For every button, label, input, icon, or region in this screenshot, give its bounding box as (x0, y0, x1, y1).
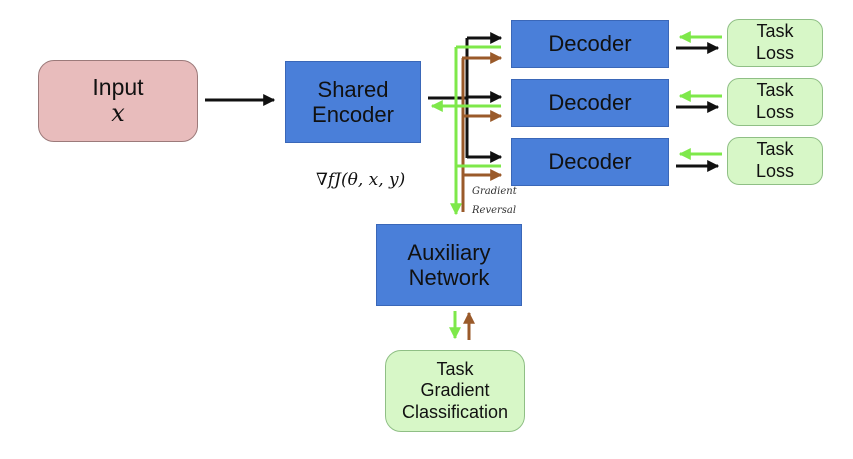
gradient-reversal-label-line2: Reversal (472, 205, 517, 216)
encoder-label-line1: Shared (317, 76, 389, 102)
task-loss-line2: Loss (755, 102, 795, 122)
task-loss-node-1: Task Loss (727, 19, 823, 67)
decoder-label: Decoder (548, 149, 632, 175)
encoder-label-line2: Encoder (312, 102, 394, 127)
task-loss-node-3: Task Loss (727, 137, 823, 185)
decoder-node-1: Decoder (511, 20, 669, 68)
tgc-label-line1: Task (436, 358, 474, 379)
input-variable: x (111, 99, 125, 128)
gradient-reversal-label-line1: Gradient (472, 186, 517, 197)
input-node: Input x (38, 60, 198, 142)
task-gradient-classification-node: Task Gradient Classification (385, 350, 525, 432)
task-loss-line2: Loss (755, 161, 795, 181)
task-loss-line1: Task (756, 139, 794, 160)
tgc-label-line3: Classification (401, 401, 509, 422)
decoder-label: Decoder (548, 90, 632, 116)
gradient-formula-label: ∇fJ(θ, x, y) (316, 170, 406, 190)
decoder-label: Decoder (548, 31, 632, 57)
decoder-node-2: Decoder (511, 79, 669, 127)
gradient-trunk (430, 45, 501, 216)
task-loss-line1: Task (756, 80, 794, 101)
task-loss-node-2: Task Loss (727, 78, 823, 126)
gradient-reversal-trunk (461, 52, 503, 212)
auxiliary-label-line2: Network (408, 265, 490, 290)
auxiliary-network-node: Auxiliary Network (376, 224, 522, 306)
auxiliary-label-line1: Auxiliary (407, 239, 491, 265)
decoder-loss-arrows (676, 31, 722, 172)
task-loss-line1: Task (756, 21, 794, 42)
tgc-label-line2: Gradient (420, 380, 490, 401)
shared-encoder-node: Shared Encoder (285, 61, 421, 143)
task-loss-line2: Loss (755, 43, 795, 63)
input-label: Input (92, 73, 144, 100)
aux-classifier-arrows (449, 311, 475, 340)
decoder-node-3: Decoder (511, 138, 669, 186)
